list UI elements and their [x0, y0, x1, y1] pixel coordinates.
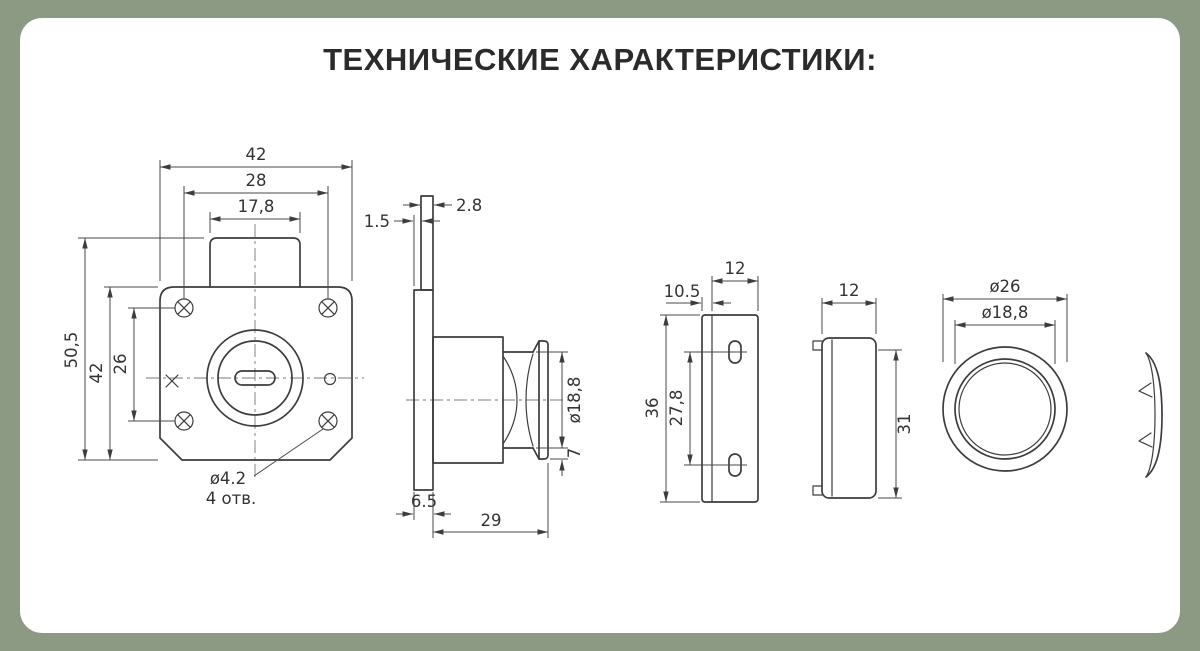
- screw-hole: [318, 411, 338, 431]
- screw-hole-icon: [318, 298, 338, 318]
- dim-side-depth: 29: [481, 511, 502, 530]
- lock-front-view: [146, 224, 364, 480]
- dim-strike-side-height: 31: [895, 414, 914, 435]
- faceplate-outline: [413, 289, 434, 491]
- dim-side-offset: 6.5: [411, 492, 437, 511]
- cylinder-side-outline: [502, 351, 534, 449]
- cross-mark-icon: [165, 374, 179, 388]
- lock-case-outline: [432, 336, 504, 464]
- ring-profile-prongs: [1138, 382, 1153, 448]
- flange-flare: [532, 340, 540, 460]
- strike-plate-side-view: [812, 337, 877, 499]
- dim-strike-flange-width: 10.5: [664, 282, 701, 301]
- ring-profile-inner: [1145, 352, 1156, 478]
- screw-cross-icon: [177, 301, 191, 315]
- strike-plate-outline: [701, 314, 759, 503]
- dim-side-cylinder-diameter: ø18,8: [565, 377, 584, 424]
- note-hole-diameter: ø4.2: [210, 469, 246, 488]
- ring-profile-outer: [1145, 352, 1163, 478]
- extension-line: [159, 160, 353, 281]
- dim-strike-height: 36: [643, 398, 662, 419]
- cylinder-detail-curve: [502, 355, 518, 445]
- lock-body-outline: [159, 286, 353, 461]
- dim-front-width-holes: 28: [246, 171, 267, 190]
- dim-side-plate-thickness: 1.5: [364, 212, 390, 231]
- strike-plate-front-dimensions: 12 10.5 36 27,8: [643, 259, 759, 503]
- screw-hole-icon: [174, 411, 194, 431]
- extension-line: [183, 186, 329, 299]
- dim-front-height-body: 42: [87, 363, 106, 384]
- extension-line: [209, 212, 301, 233]
- leader-line: [253, 428, 324, 477]
- dim-front-width-cylinder: 17,8: [238, 197, 275, 216]
- lock-side-view: [406, 195, 576, 491]
- screw-hole-icon: [318, 411, 338, 431]
- dim-front-height-overall: 50,5: [62, 332, 81, 369]
- page-title: ТЕХНИЧЕСКИЕ ХАРАКТЕРИСТИКИ:: [323, 42, 877, 77]
- cylinder-housing-outline: [209, 237, 301, 288]
- strike-plate-front-view: [701, 314, 759, 503]
- dim-ring-inner-diameter: ø18,8: [982, 303, 1029, 322]
- extension-line: [942, 294, 1068, 362]
- dim-strike-side-width: 12: [839, 281, 860, 300]
- dim-ring-outer-diameter: ø26: [989, 277, 1020, 296]
- dim-front-width-outer: 42: [246, 145, 267, 164]
- screw-cross-icon: [321, 301, 335, 315]
- ring-front-view: [942, 346, 1068, 472]
- centerline: [146, 224, 364, 480]
- ring-inner-circle: [954, 358, 1056, 460]
- screw-cross-icon: [321, 414, 335, 428]
- small-pin-hole: [323, 372, 337, 386]
- screw-cross-icon: [177, 414, 191, 428]
- lock-front-dimensions: 42 28 17,8 50,5 42 26 ø4.2 4 отв.: [62, 145, 353, 508]
- strike-side-outline: [821, 337, 877, 499]
- cylinder-outer-circle: [206, 329, 304, 427]
- dim-strike-slot-spacing: 27,8: [667, 390, 686, 427]
- ring-side-view: [1138, 352, 1163, 478]
- strike-plate-side-dimensions: 12 31: [821, 281, 914, 499]
- extension-line: [128, 307, 175, 422]
- slot-centerline: [723, 351, 747, 466]
- dim-side-flange: 7: [565, 448, 584, 459]
- dim-side-strip-thickness: 2.8: [456, 196, 482, 215]
- top-strip-outline: [420, 195, 434, 291]
- dim-strike-face-width: 12: [725, 259, 746, 278]
- ring-outer-circle: [942, 346, 1068, 472]
- key-slot: [234, 370, 276, 386]
- note-hole-count: 4 отв.: [206, 489, 256, 508]
- lock-side-dimensions: 1.5 2.8 ø18,8 7 6.5 29: [364, 196, 584, 538]
- strike-side-tabs: [812, 340, 823, 496]
- ring-inner-edge-circle: [958, 362, 1052, 456]
- ring-dimensions: ø26 ø18,8: [942, 277, 1068, 364]
- screw-hole-icon: [174, 298, 194, 318]
- extension-line: [78, 237, 204, 461]
- dim-front-height-holes: 26: [111, 354, 130, 375]
- flange-face: [538, 340, 549, 460]
- cylinder-inner-circle: [217, 340, 293, 416]
- cylinder-detail-curve: [525, 353, 534, 447]
